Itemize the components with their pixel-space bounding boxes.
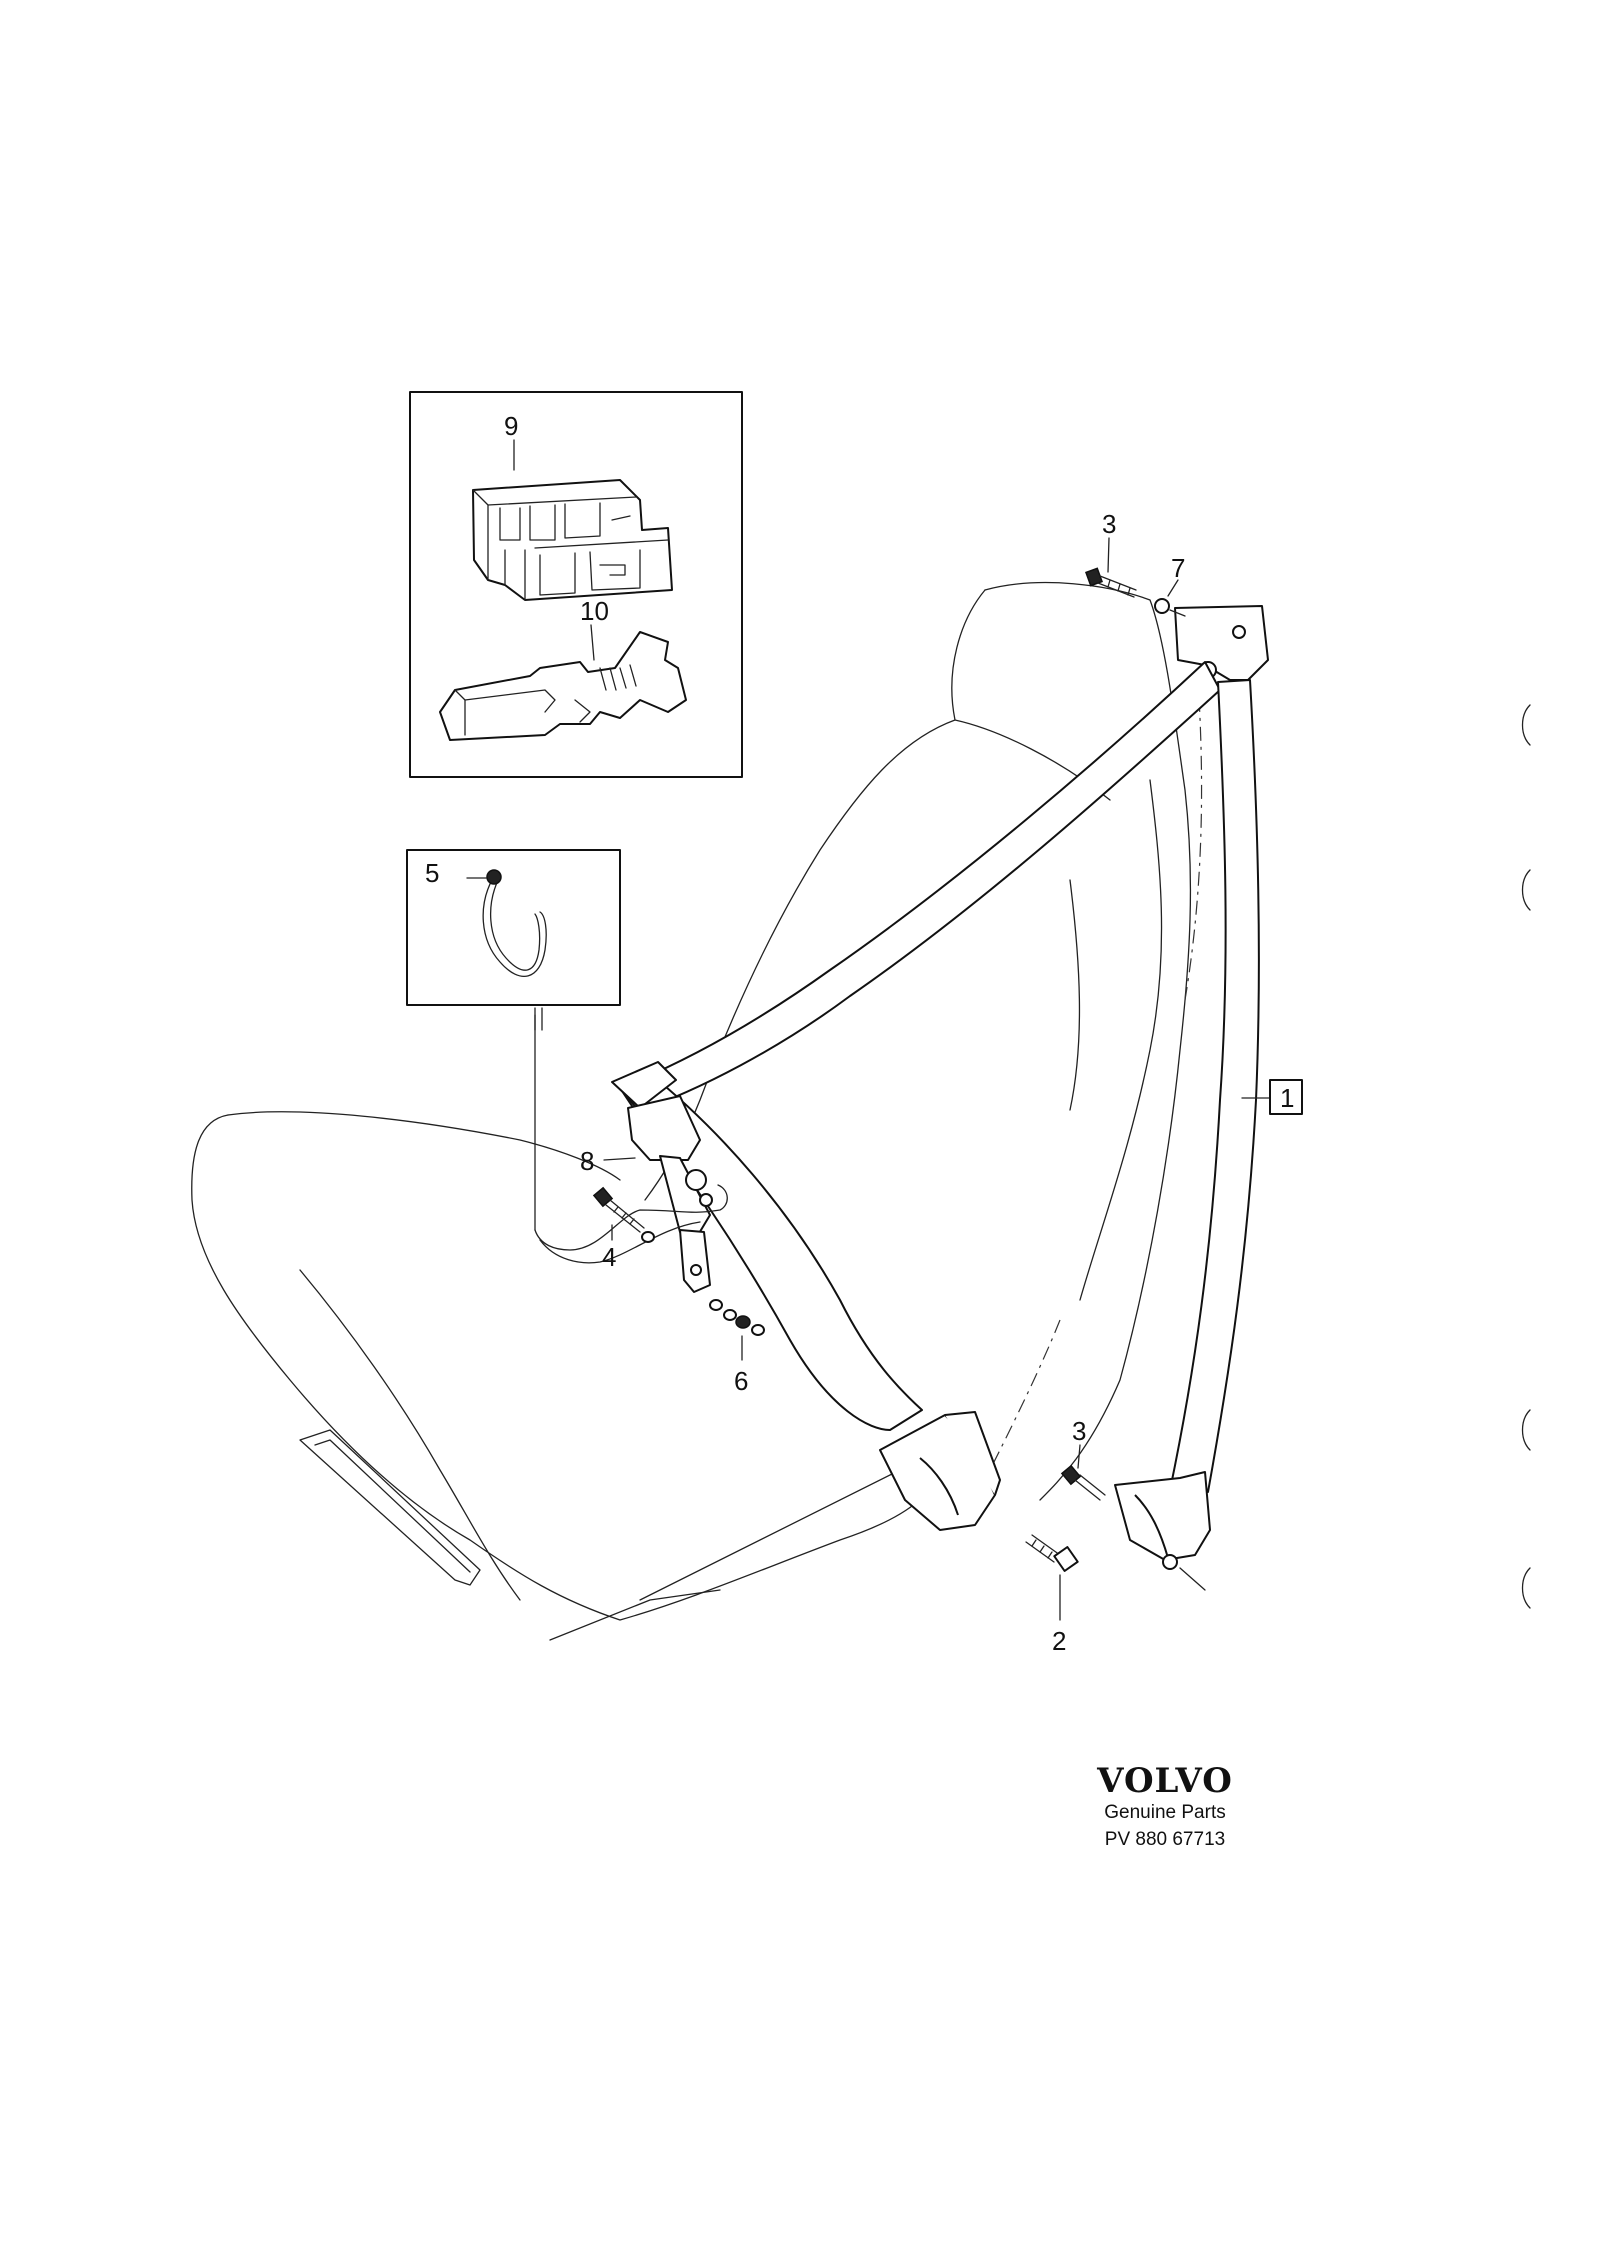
bolt-item-3-upper xyxy=(1085,567,1186,617)
buckle-cable xyxy=(534,1014,728,1264)
callout-6: 6 xyxy=(734,1366,748,1396)
callout-1: 1 xyxy=(1280,1083,1294,1113)
buckle-stalk xyxy=(627,1095,713,1293)
callout-10: 10 xyxy=(580,596,609,626)
inset-box-cable xyxy=(406,849,621,1006)
brand-block: VOLVO Genuine Parts PV 880 67713 xyxy=(1096,1761,1233,1850)
callout-8: 8 xyxy=(580,1146,594,1176)
volvo-logo: VOLVO xyxy=(1096,1761,1233,1801)
callout-1-box xyxy=(1269,1079,1303,1115)
callout-9: 9 xyxy=(504,411,518,441)
seat-outline xyxy=(191,581,1203,1641)
callouts: 9 10 3 7 5 8 4 6 3 2 1 xyxy=(425,411,1303,1656)
binder-marks xyxy=(1521,704,1531,1609)
callout-3-upper: 3 xyxy=(1102,509,1116,539)
callout-3-lower: 3 xyxy=(1072,1416,1086,1446)
bolt-item-2 xyxy=(1025,1534,1079,1572)
callout-2: 2 xyxy=(1052,1626,1066,1656)
nut-washer-stack-item-6 xyxy=(709,1299,765,1336)
genuine-parts-label: Genuine Parts xyxy=(1104,1802,1225,1823)
part-reference: PV 880 67713 xyxy=(1105,1829,1225,1850)
seat-belt-assembly xyxy=(611,605,1269,1591)
callout-7: 7 xyxy=(1171,553,1185,583)
bolt-item-3-lower xyxy=(1060,1464,1106,1501)
callout-5: 5 xyxy=(425,858,439,888)
callout-4: 4 xyxy=(602,1242,616,1272)
inset-box-connector xyxy=(409,391,743,778)
leader-lines xyxy=(466,439,1271,1621)
bolt-item-4 xyxy=(592,1186,655,1243)
